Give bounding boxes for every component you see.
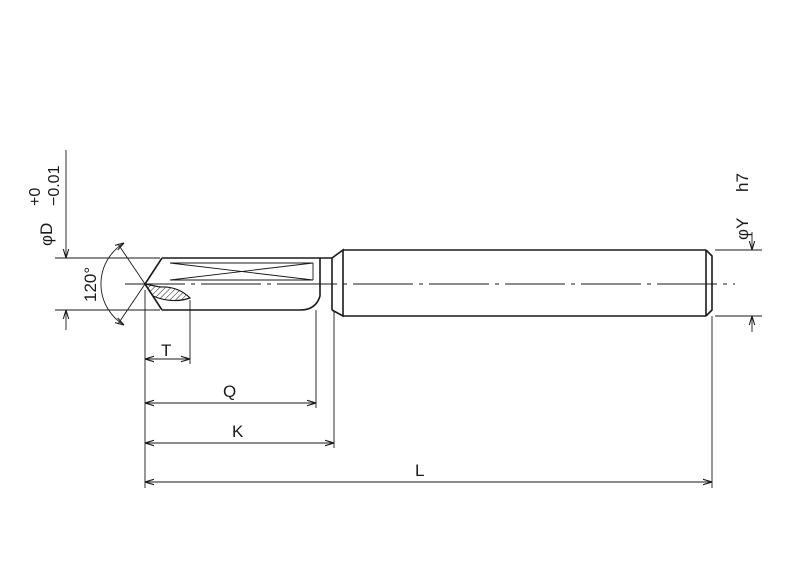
k-dimension: K [145,422,334,443]
q-dimension: Q [145,382,316,403]
t-label: T [161,341,171,360]
diameter-d-label: φD [37,223,56,246]
tool-body [143,248,713,318]
extension-lines [55,249,762,488]
diameter-y-dimension: φY h7 [733,173,752,332]
tip-angle-dimension: 120° [81,243,146,325]
k-label: K [232,422,244,441]
l-dimension: L [145,461,712,482]
tip-angle-label: 120° [81,267,100,302]
l-label: L [415,461,424,480]
diameter-d-dimension: φD +0 −0.01 [27,150,66,330]
q-label: Q [223,382,236,401]
tolerance-lower-label: −0.01 [46,165,63,206]
tolerance-upper-label: +0 [27,188,44,206]
diameter-y-label: φY [733,218,752,240]
shank-fit-label: h7 [733,173,752,192]
t-dimension: T [145,341,190,360]
